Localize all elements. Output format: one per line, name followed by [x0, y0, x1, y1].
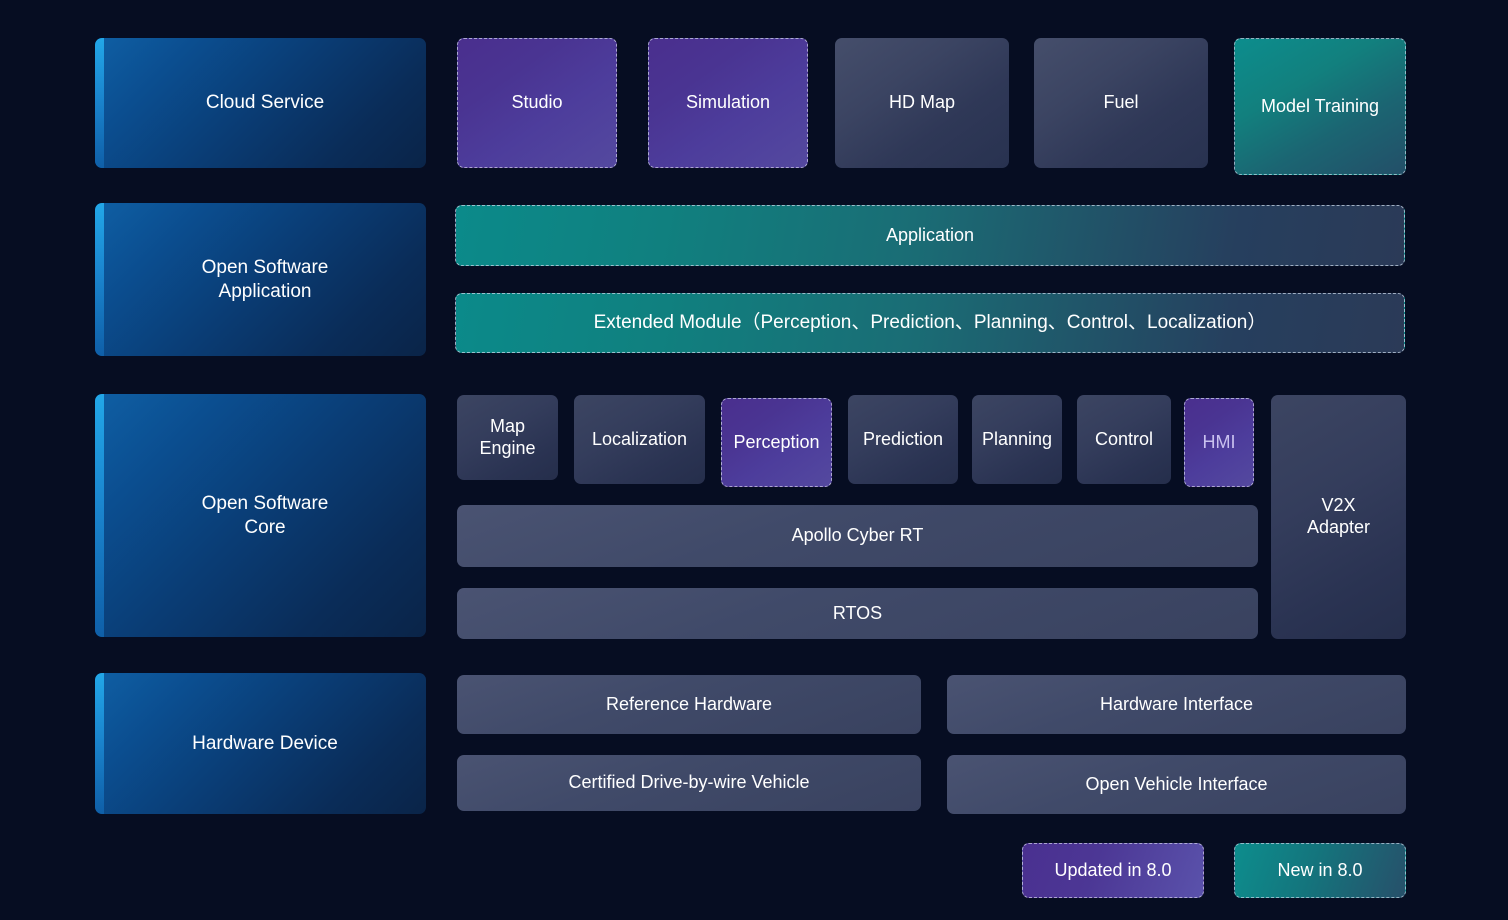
layer-card-open-software-core[interactable]: Open Software Core [95, 394, 426, 637]
hardware-card-reference-hardware[interactable]: Reference Hardware [457, 675, 921, 734]
layer-accent-bar [95, 38, 104, 168]
core-module-label-control: Control [1094, 428, 1154, 449]
cloud-tile-label-fuel: Fuel [1103, 92, 1139, 113]
core-module-label-hmi: HMI [1202, 431, 1236, 452]
extended-module-bar-label: Extended Module（Perception、Prediction、Pl… [593, 312, 1267, 334]
hardware-card-label-hardware-interface: Hardware Interface [1099, 693, 1254, 714]
core-module-label-perception: Perception [733, 431, 820, 452]
cloud-tile-label-studio: Studio [511, 92, 563, 113]
core-module-planning[interactable]: Planning [972, 395, 1062, 484]
layer-card-cloud-service[interactable]: Cloud Service [95, 38, 426, 168]
layer-label-hardware-device: Hardware Device [192, 732, 338, 754]
v2x-adapter-label: V2X Adapter [1306, 495, 1371, 537]
application-bar-label: Application [885, 224, 975, 245]
cloud-tile-model-training[interactable]: Model Training [1234, 38, 1406, 175]
hardware-card-label-reference-hardware: Reference Hardware [605, 693, 773, 714]
layer-label-open-software-core: Open Software Core [201, 493, 329, 538]
cloud-tile-hd-map[interactable]: HD Map [835, 38, 1009, 168]
core-bar-apollo-cyber-rt[interactable]: Apollo Cyber RT [457, 505, 1258, 567]
layer-accent-bar [95, 673, 104, 814]
extended-module-bar[interactable]: Extended Module（Perception、Prediction、Pl… [455, 293, 1405, 353]
layer-card-hardware-device[interactable]: Hardware Device [95, 673, 426, 814]
v2x-adapter-card[interactable]: V2X Adapter [1271, 395, 1406, 639]
hardware-card-label-open-vehicle-interface: Open Vehicle Interface [1085, 773, 1268, 794]
core-module-label-localization: Localization [591, 428, 688, 449]
legend-label-new-in-8: New in 8.0 [1277, 860, 1363, 880]
core-module-label-map-engine: Map Engine [479, 415, 536, 458]
cloud-tile-fuel[interactable]: Fuel [1034, 38, 1208, 168]
hardware-card-certified-drive-by-wire[interactable]: Certified Drive-by-wire Vehicle [457, 755, 921, 811]
cloud-tile-label-hd-map: HD Map [888, 92, 955, 113]
cloud-tile-simulation[interactable]: Simulation [648, 38, 808, 168]
cloud-tile-label-model-training: Model Training [1260, 95, 1380, 116]
core-module-map-engine[interactable]: Map Engine [457, 395, 558, 480]
legend-label-updated-in-8: Updated in 8.0 [1054, 860, 1172, 880]
hardware-card-hardware-interface[interactable]: Hardware Interface [947, 675, 1406, 734]
cloud-tile-label-simulation: Simulation [685, 92, 771, 113]
layer-label-cloud-service: Cloud Service [205, 92, 325, 114]
core-bar-rtos[interactable]: RTOS [457, 588, 1258, 639]
layer-accent-bar [95, 203, 104, 356]
core-module-control[interactable]: Control [1077, 395, 1171, 484]
legend-badge-new-in-8[interactable]: New in 8.0 [1234, 843, 1406, 898]
layer-card-open-software-application[interactable]: Open Software Application [95, 203, 426, 356]
core-bar-label-rtos: RTOS [832, 602, 883, 623]
application-bar[interactable]: Application [455, 205, 1405, 266]
core-module-label-planning: Planning [981, 428, 1053, 449]
core-module-hmi[interactable]: HMI [1184, 398, 1254, 487]
layer-label-open-software-application: Open Software Application [201, 257, 329, 302]
core-module-label-prediction: Prediction [862, 428, 944, 449]
cloud-tile-studio[interactable]: Studio [457, 38, 617, 168]
legend-badge-updated-in-8[interactable]: Updated in 8.0 [1022, 843, 1204, 898]
core-module-prediction[interactable]: Prediction [848, 395, 958, 484]
hardware-card-open-vehicle-interface[interactable]: Open Vehicle Interface [947, 755, 1406, 814]
hardware-card-label-certified-drive-by-wire: Certified Drive-by-wire Vehicle [568, 772, 810, 793]
core-bar-label-apollo-cyber-rt: Apollo Cyber RT [791, 525, 924, 546]
layer-accent-bar [95, 394, 104, 637]
core-module-localization[interactable]: Localization [574, 395, 705, 484]
core-module-perception[interactable]: Perception [721, 398, 832, 487]
